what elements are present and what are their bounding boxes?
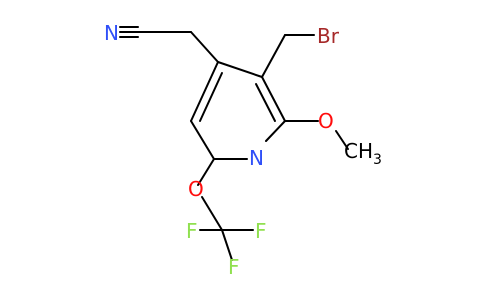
bond-c3-ch2 <box>261 34 286 78</box>
bond-c6-o <box>197 158 215 186</box>
ring-bond-c2-n <box>265 120 286 142</box>
ether-oxygen-label: O <box>188 177 204 201</box>
fluorine-bottom-label: F <box>228 255 240 279</box>
methyl-label: CH3 <box>344 139 382 168</box>
ring-bond-c5-c4-double <box>199 72 223 122</box>
bond-c-f-bottom <box>221 229 233 261</box>
ring-bond-c4-c3 <box>217 61 263 78</box>
ring-bond-c5-c4 <box>190 61 219 122</box>
ring-bond-c3-c2 <box>261 76 286 122</box>
bromine-label: Br <box>317 24 340 48</box>
bond-o-ch3 <box>335 130 349 150</box>
ring-bond-c3-c2-double <box>255 83 276 122</box>
nitrile-nitrogen-label: N <box>104 21 119 45</box>
methyl-subscript: 3 <box>373 152 382 168</box>
ring-nitrogen-label: N <box>249 146 264 170</box>
bond-o-cf3 <box>201 196 223 231</box>
fluorine-left-label: F <box>186 219 198 243</box>
ring-bond-c6-c5 <box>190 120 215 160</box>
fluorine-right-label: F <box>255 219 267 243</box>
bond-c4-ch2 <box>190 31 219 63</box>
methoxy-oxygen-label: O <box>318 109 334 133</box>
methyl-ch-text: CH <box>344 139 373 163</box>
